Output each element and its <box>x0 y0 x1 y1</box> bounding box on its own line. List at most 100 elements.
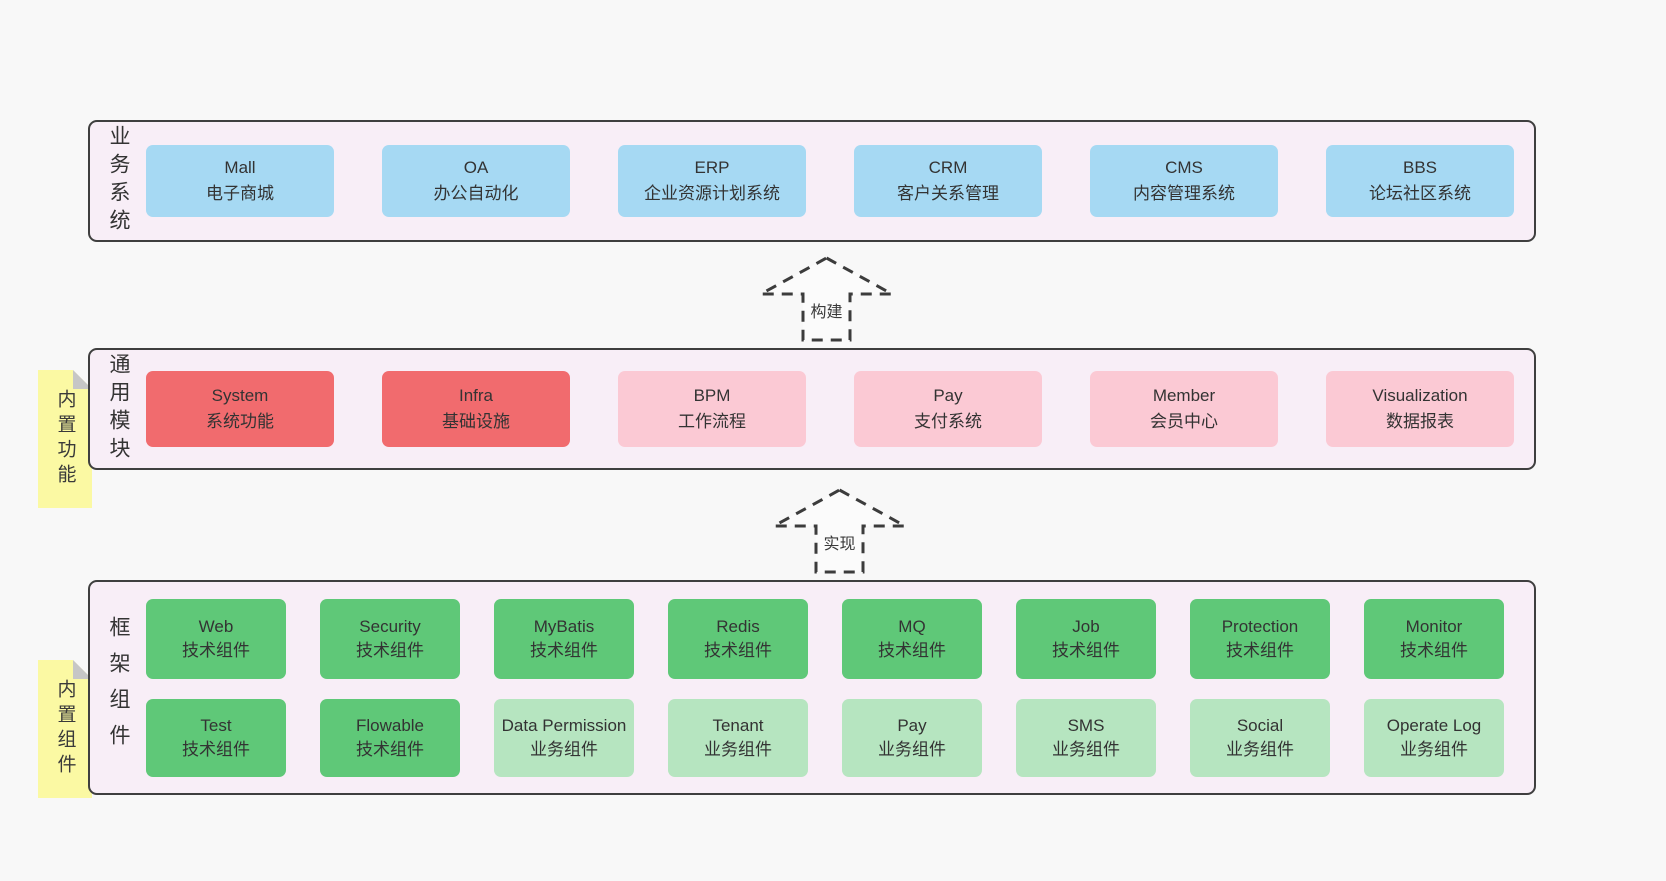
sticky-note-label: 内置组件 <box>54 679 76 779</box>
box-pay: Pay 支付系统 <box>854 371 1042 447</box>
box-subtitle: 技术组件 <box>356 640 424 660</box>
box-subtitle: 业务组件 <box>1226 739 1294 759</box>
box-subtitle: 技术组件 <box>182 640 250 660</box>
box-monitor: Monitor 技术组件 <box>1364 598 1504 679</box>
box-sms: SMS 业务组件 <box>1016 698 1156 777</box>
layer-business-systems: 业务系统 Mall 电子商城 OA 办公自动化 ERP <box>88 120 1536 242</box>
box-title: MQ <box>898 616 926 636</box>
box-mybatis: MyBatis 技术组件 <box>494 598 634 679</box>
box-title: Infra <box>458 385 494 405</box>
box-title: Monitor <box>1405 616 1463 636</box>
box-subtitle: 技术组件 <box>182 739 250 759</box>
box-title: BBS <box>1402 157 1438 177</box>
box-title: Member <box>1152 385 1216 405</box>
box-subtitle: 会员中心 <box>1150 412 1218 431</box>
sticky-note-built-in-components: 内置组件 <box>38 660 92 798</box>
box-data-permission: Data Permission 业务组件 <box>494 698 634 777</box>
box-title: CMS <box>1165 157 1203 177</box>
box-title: Job <box>1072 616 1100 636</box>
business-box-row: Mall 电子商城 OA 办公自动化 ERP 企业资源计划系统 CRM <box>146 145 1534 217</box>
box-title: Security <box>359 616 421 636</box>
box-subtitle: 办公自动化 <box>433 184 519 203</box>
box-subtitle: 工作流程 <box>678 412 746 431</box>
box-title: Data Permission <box>501 715 627 735</box>
box-subtitle: 企业资源计划系统 <box>644 184 780 203</box>
box-title: BPM <box>693 385 731 405</box>
box-title: Web <box>198 616 234 636</box>
box-protection: Protection 技术组件 <box>1190 598 1330 679</box>
box-subtitle: 技术组件 <box>878 640 946 660</box>
box-bbs: BBS 论坛社区系统 <box>1326 145 1514 217</box>
arrow-label: 构建 <box>807 297 846 323</box>
box-crm: CRM 客户关系管理 <box>854 145 1042 217</box>
box-flowable: Flowable 技术组件 <box>320 698 460 777</box>
box-subtitle: 数据报表 <box>1386 412 1454 431</box>
box-tenant: Tenant 业务组件 <box>668 698 808 777</box>
box-member: Member 会员中心 <box>1090 371 1278 447</box>
box-subtitle: 论坛社区系统 <box>1369 184 1471 203</box>
box-redis: Redis 技术组件 <box>668 598 808 679</box>
arrow-label: 实现 <box>820 529 859 555</box>
box-subtitle: 基础设施 <box>442 412 510 431</box>
box-subtitle: 技术组件 <box>356 739 424 759</box>
box-title: Visualization <box>1372 385 1468 405</box>
box-job: Job 技术组件 <box>1016 598 1156 679</box>
box-social: Social 业务组件 <box>1190 698 1330 777</box>
box-subtitle: 技术组件 <box>1400 640 1468 660</box>
box-title: System <box>211 385 269 405</box>
box-title: Flowable <box>355 715 425 735</box>
box-security: Security 技术组件 <box>320 598 460 679</box>
box-subtitle: 业务组件 <box>704 739 772 759</box>
box-subtitle: 支付系统 <box>914 412 982 431</box>
box-title: Pay <box>897 715 927 735</box>
components-box-row-1: Web 技术组件 Security 技术组件 MyBatis 技术组件 <box>146 598 1534 679</box>
dashed-up-arrow-implement: 实现 <box>771 487 908 575</box>
layer-side-label: 框架组件 <box>107 615 130 760</box>
box-erp: ERP 企业资源计划系统 <box>618 145 806 217</box>
layer-common-modules: 通用模块 System 系统功能 Infra 基础设施 BPM <box>88 348 1536 470</box>
box-title: CRM <box>928 157 968 177</box>
box-title: Protection <box>1221 616 1299 636</box>
box-subtitle: 内容管理系统 <box>1133 184 1235 203</box>
box-subtitle: 系统功能 <box>206 412 274 431</box>
box-subtitle: 技术组件 <box>1052 640 1120 660</box>
layer-framework-components: 框架组件 Web 技术组件 Security 技术组件 MyBatis <box>88 580 1536 795</box>
box-mq: MQ 技术组件 <box>842 598 982 679</box>
box-cms: CMS 内容管理系统 <box>1090 145 1278 217</box>
dashed-up-arrow-build: 构建 <box>758 255 895 343</box>
box-title: OA <box>463 157 489 177</box>
box-subtitle: 技术组件 <box>530 640 598 660</box>
layer-side-label: 通用模块 <box>107 353 130 465</box>
box-subtitle: 业务组件 <box>530 739 598 759</box>
box-title: Tenant <box>712 715 764 735</box>
box-title: Social <box>1236 715 1284 735</box>
box-title: Redis <box>716 616 760 636</box>
box-bpm: BPM 工作流程 <box>618 371 806 447</box>
box-title: Test <box>200 715 232 735</box>
box-title: ERP <box>694 157 730 177</box>
box-title: SMS <box>1067 715 1105 735</box>
box-oa: OA 办公自动化 <box>382 145 570 217</box>
box-operate-log: Operate Log 业务组件 <box>1364 698 1504 777</box>
sticky-note-built-in-functions: 内置功能 <box>38 370 92 508</box>
box-subtitle: 业务组件 <box>1400 739 1468 759</box>
components-box-row-2: Test 技术组件 Flowable 技术组件 Data Permission … <box>146 698 1534 777</box>
box-mall: Mall 电子商城 <box>146 145 334 217</box>
box-title: MyBatis <box>533 616 595 636</box>
box-subtitle: 业务组件 <box>878 739 946 759</box>
box-subtitle: 技术组件 <box>704 640 772 660</box>
box-system: System 系统功能 <box>146 371 334 447</box>
box-subtitle: 业务组件 <box>1052 739 1120 759</box>
sticky-note-label: 内置功能 <box>54 389 76 489</box>
box-subtitle: 技术组件 <box>1226 640 1294 660</box>
box-subtitle: 电子商城 <box>206 184 274 203</box>
box-test: Test 技术组件 <box>146 698 286 777</box>
box-visualization: Visualization 数据报表 <box>1326 371 1514 447</box>
box-infra: Infra 基础设施 <box>382 371 570 447</box>
box-subtitle: 客户关系管理 <box>897 184 999 203</box>
layer-side-label: 业务系统 <box>107 125 130 237</box>
box-title: Operate Log <box>1386 715 1482 735</box>
modules-box-row: System 系统功能 Infra 基础设施 BPM 工作流程 Pay <box>146 371 1534 447</box>
box-pay: Pay 业务组件 <box>842 698 982 777</box>
